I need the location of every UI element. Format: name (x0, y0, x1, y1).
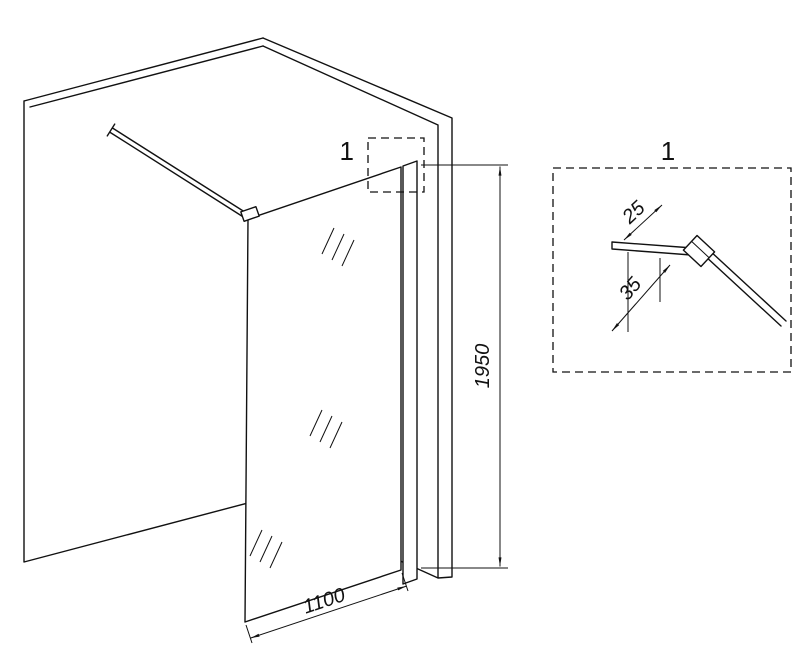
detail-dimension-35-line (611, 264, 671, 332)
detail-callout-label: 1 (340, 136, 354, 166)
isometric-view: 1 1950 1100 (23, 37, 508, 644)
detail-dimension-25: 25 (618, 196, 663, 241)
height-extension-lines (421, 164, 508, 569)
width-dimension-line (250, 585, 407, 639)
height-dimension: 1950 (421, 164, 508, 569)
glass-clamp (240, 205, 260, 223)
glass-reflection-mark (321, 227, 355, 267)
height-dimension-value: 1950 (472, 344, 494, 389)
right-wall (262, 37, 453, 579)
detail-dimension-25-line (623, 204, 663, 241)
detail-dimension-35-value: 35 (615, 273, 647, 305)
detail-view-box (552, 167, 792, 373)
detail-dimension-25-value: 25 (618, 196, 651, 229)
glass-panel (244, 166, 402, 623)
glass-reflection-mark (309, 409, 343, 449)
width-extension-lines (245, 572, 409, 644)
detail-clamp (682, 234, 716, 268)
glass-reflection-mark (249, 529, 283, 569)
detail-view-label: 1 (661, 136, 675, 166)
detail-view: 1 25 35 (552, 136, 792, 373)
stabilizer-bar (106, 123, 250, 220)
detail-dimension-35: 35 (611, 264, 671, 332)
wall-profile (402, 160, 418, 585)
detail-clamp-slot (691, 240, 710, 259)
left-wall (23, 37, 264, 563)
detail-profile-bar (611, 241, 694, 256)
